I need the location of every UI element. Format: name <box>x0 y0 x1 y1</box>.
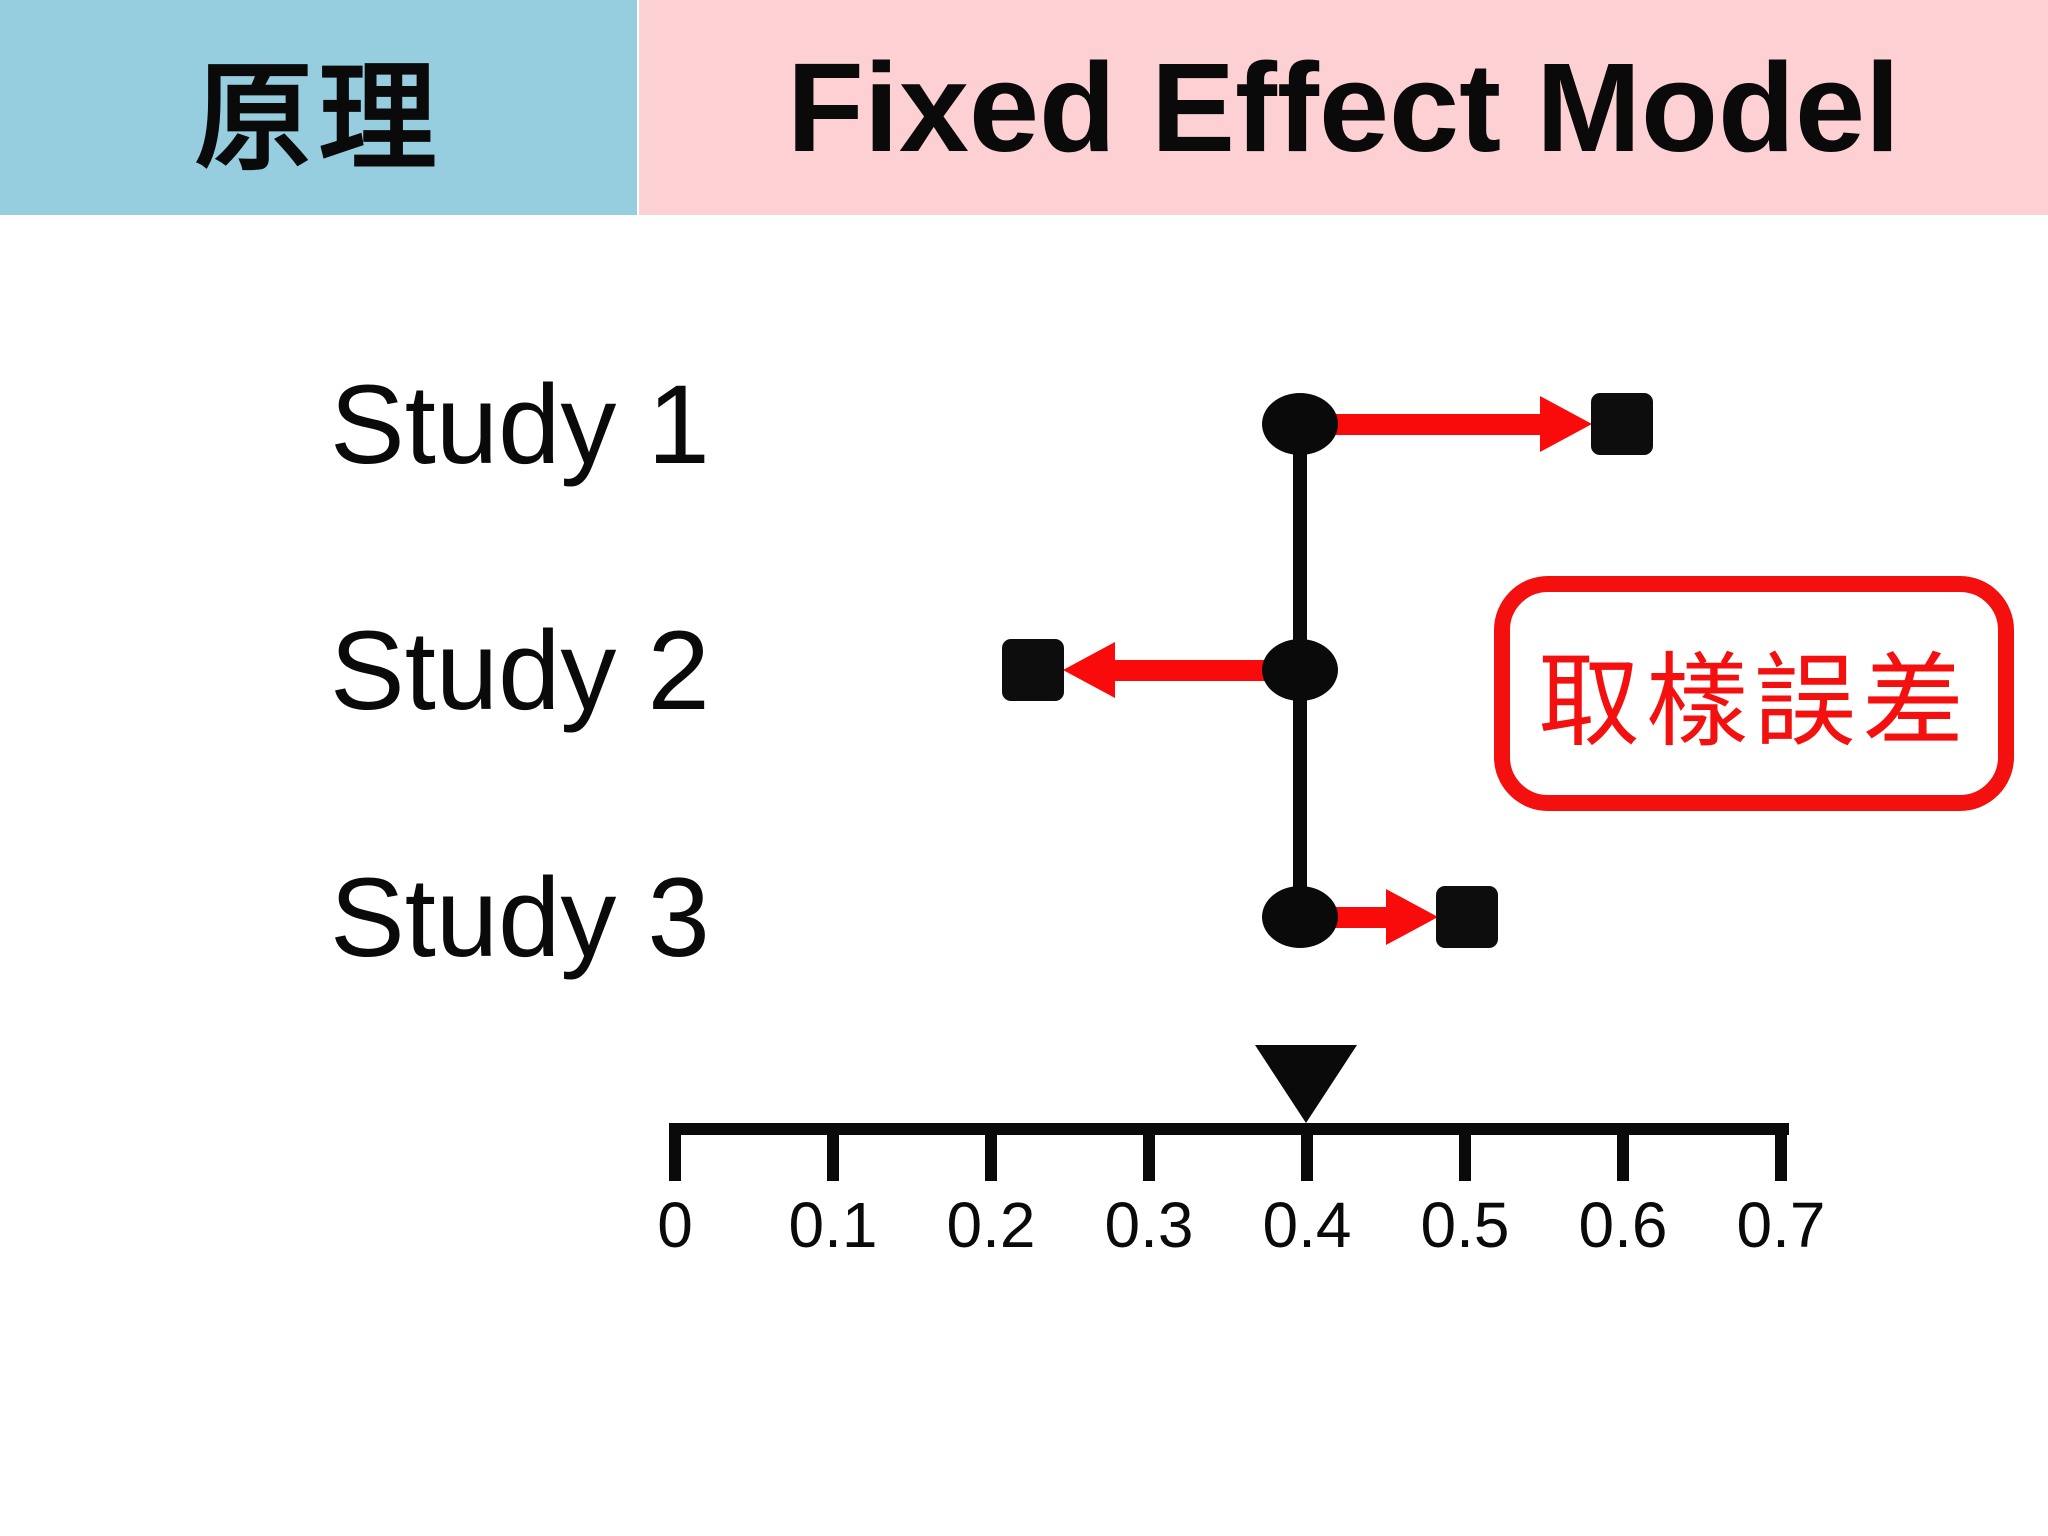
study-1-arrowhead-icon <box>1540 396 1592 452</box>
study-1-sampling-error-arrow <box>1332 414 1544 435</box>
study-1-true-effect-dot <box>1262 393 1338 455</box>
x-axis-tick-label: 0.7 <box>1736 1189 1826 1261</box>
x-axis-tick-label: 0.3 <box>1104 1189 1194 1261</box>
study-2-observed-square <box>1002 639 1064 701</box>
section-badge-text: 原理 <box>194 53 443 185</box>
study-2-arrowhead-icon <box>1063 642 1115 698</box>
study-3-observed-square <box>1436 886 1498 948</box>
study-2-label: Study 2 <box>330 607 710 733</box>
x-axis-tick-label: 0.1 <box>788 1189 878 1261</box>
study-3-label: Study 3 <box>330 854 710 980</box>
x-axis-tick-0 <box>669 1123 681 1181</box>
study-3-true-effect-dot <box>1262 886 1338 948</box>
x-axis-tick-0-7 <box>1775 1123 1787 1181</box>
slide-title: Fixed Effect Model <box>639 0 2048 215</box>
study-2-true-effect-dot <box>1262 639 1338 701</box>
x-axis-tick-0-2 <box>985 1123 997 1181</box>
study-1-label: Study 1 <box>330 361 710 487</box>
x-axis-tick-0-4 <box>1301 1123 1313 1181</box>
x-axis-tick-0-6 <box>1617 1123 1629 1181</box>
study-3-arrowhead-icon <box>1386 889 1438 945</box>
sampling-error-callout: 取樣誤差 <box>1494 576 2014 811</box>
x-axis-tick-0-3 <box>1143 1123 1155 1181</box>
summary-effect-triangle-icon <box>1255 1045 1357 1123</box>
study-3-sampling-error-arrow <box>1332 907 1390 928</box>
x-axis-tick-label: 0.5 <box>1420 1189 1510 1261</box>
x-axis-tick-label: 0.2 <box>946 1189 1036 1261</box>
section-badge: 原理 <box>0 0 637 215</box>
x-axis-tick-label: 0 <box>657 1189 693 1261</box>
study-1-observed-square <box>1591 393 1653 455</box>
slide-title-text: Fixed Effect Model <box>786 37 1901 178</box>
x-axis-tick-label: 0.4 <box>1262 1189 1352 1261</box>
sampling-error-callout-text: 取樣誤差 <box>1538 645 1970 759</box>
x-axis-tick-0-5 <box>1459 1123 1471 1181</box>
x-axis-tick-0-1 <box>827 1123 839 1181</box>
x-axis-tick-label: 0.6 <box>1578 1189 1668 1261</box>
study-2-sampling-error-arrow <box>1111 660 1271 681</box>
x-axis <box>671 1123 1789 1135</box>
